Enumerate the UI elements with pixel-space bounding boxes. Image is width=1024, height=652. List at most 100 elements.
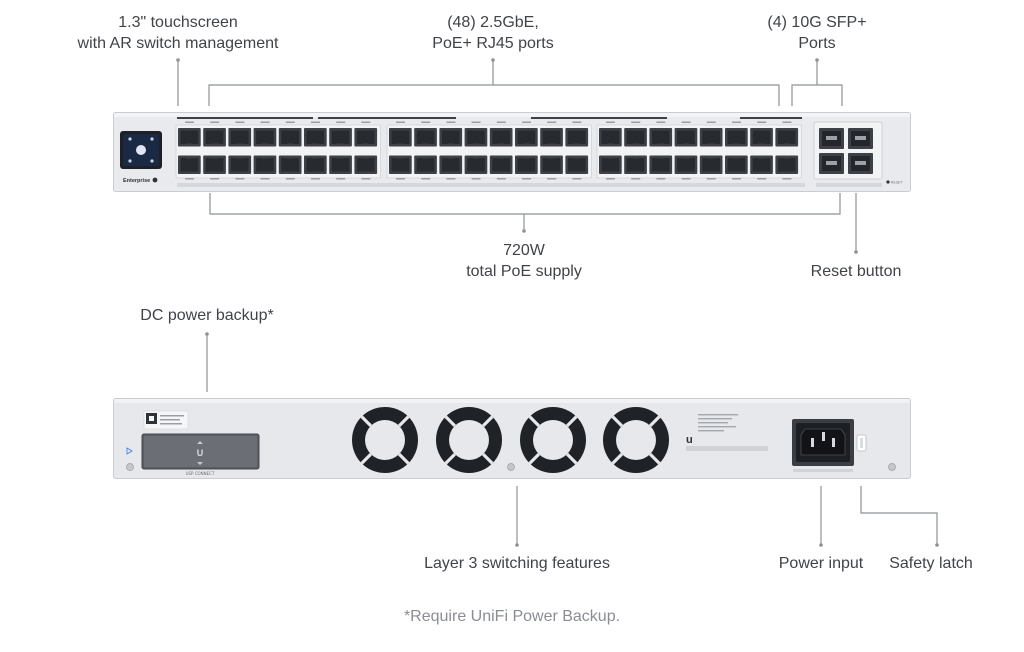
port-number-label: [471, 121, 481, 123]
rj45-port[interactable]: [414, 155, 437, 175]
switch-front-panel: Enterprise RESET: [113, 112, 911, 192]
sfp-callout-line1: (4) 10G SFP+: [767, 14, 867, 31]
layer3-callout-text: Layer 3 switching features: [424, 555, 610, 572]
rj45-port[interactable]: [354, 155, 378, 175]
rj45-callout-line1: (48) 2.5GbE,: [447, 14, 539, 31]
sfp-port[interactable]: [848, 128, 873, 149]
rj45-port[interactable]: [515, 155, 538, 175]
rj45-port[interactable]: [354, 128, 378, 147]
rj45-port[interactable]: [414, 128, 437, 147]
rj45-port[interactable]: [750, 128, 773, 147]
rj45-port[interactable]: [649, 155, 673, 175]
rj45-port[interactable]: [624, 128, 647, 147]
rj45-port[interactable]: [304, 155, 327, 175]
svg-text:U: U: [197, 448, 204, 458]
safety-latch[interactable]: [856, 434, 867, 452]
rj45-port[interactable]: [725, 155, 748, 175]
rj45-port[interactable]: [278, 155, 302, 175]
cooling-fan: [520, 407, 586, 473]
rj45-port[interactable]: [624, 155, 647, 175]
rj45-port[interactable]: [203, 155, 226, 175]
rj45-port[interactable]: [329, 128, 352, 147]
sfp-callout: (4) 10G SFP+ Ports: [767, 12, 866, 54]
port-number-label: [311, 121, 320, 123]
rj45-port[interactable]: [439, 128, 463, 147]
rj45-port[interactable]: [178, 128, 201, 147]
port-number-label: [421, 121, 431, 123]
port-number-label: [522, 121, 531, 123]
rj45-port[interactable]: [203, 128, 226, 147]
port-number-label: [606, 178, 615, 180]
layer3-callout: Layer 3 switching features: [424, 553, 610, 574]
port-number-label: [260, 178, 270, 180]
reset-label: RESET: [891, 181, 903, 185]
rj45-port[interactable]: [674, 155, 698, 175]
touchscreen-display[interactable]: [120, 131, 162, 169]
rj45-port[interactable]: [489, 128, 513, 147]
rj45-port[interactable]: [725, 128, 748, 147]
rj45-port[interactable]: [750, 155, 773, 175]
port-number-label: [706, 121, 716, 123]
rj45-port[interactable]: [464, 128, 488, 147]
rj45-port[interactable]: [699, 128, 723, 147]
port-number-label: [606, 121, 615, 123]
rj45-port[interactable]: [329, 155, 352, 175]
rj45-port[interactable]: [253, 155, 277, 175]
rj45-port[interactable]: [775, 128, 799, 147]
cooling-fan: [436, 407, 502, 473]
port-number-label: [631, 121, 641, 123]
port-number-label: [210, 121, 220, 123]
rj45-port[interactable]: [389, 155, 412, 175]
rj45-port[interactable]: [565, 155, 589, 175]
port-number-label: [782, 121, 792, 123]
rj45-port[interactable]: [389, 128, 412, 147]
enterprise-label: Enterprise: [123, 178, 150, 184]
port-number-label: [547, 178, 557, 180]
ac-power-inlet[interactable]: [792, 419, 854, 466]
rj45-port[interactable]: [699, 155, 723, 175]
touchscreen-callout: 1.3" touchscreen with AR switch manageme…: [78, 12, 279, 54]
rj45-port[interactable]: [599, 155, 622, 175]
rj45-port[interactable]: [489, 155, 513, 175]
rj45-port[interactable]: [540, 155, 563, 175]
port-number-label: [336, 178, 346, 180]
reset-button[interactable]: [886, 180, 890, 184]
rj45-port[interactable]: [599, 128, 622, 147]
rj45-port[interactable]: [228, 155, 252, 175]
port-number-label: [656, 121, 666, 123]
dc-backup-callout-text: DC power backup*: [140, 307, 274, 324]
rj45-port[interactable]: [228, 128, 252, 147]
rj45-port[interactable]: [304, 128, 327, 147]
sfp-port[interactable]: [819, 153, 844, 174]
safety-latch-callout-text: Safety latch: [889, 555, 973, 572]
rj45-port[interactable]: [540, 128, 563, 147]
rj45-port[interactable]: [515, 128, 538, 147]
sfp-port[interactable]: [819, 128, 844, 149]
port-number-label: [547, 121, 557, 123]
rj45-port[interactable]: [565, 128, 589, 147]
touchscreen-callout-line2: with AR switch management: [77, 35, 279, 52]
poe-supply-callout: 720W total PoE supply: [466, 240, 582, 282]
poe-supply-callout-line2: total PoE supply: [466, 263, 582, 280]
ubiquiti-logo-icon: [152, 177, 158, 183]
rj45-port[interactable]: [649, 128, 673, 147]
rj45-port[interactable]: [464, 155, 488, 175]
port-number-label: [681, 178, 691, 180]
port-number-label: [446, 121, 456, 123]
port-number-label: [471, 178, 481, 180]
sfp-port[interactable]: [848, 153, 873, 174]
dc-power-backup-port[interactable]: U: [141, 433, 260, 470]
port-number-label: [285, 121, 295, 123]
port-number-label: [446, 178, 456, 180]
port-number-label: [706, 178, 716, 180]
rj45-port[interactable]: [674, 128, 698, 147]
rj45-port[interactable]: [253, 128, 277, 147]
power-indicator-icon: [126, 447, 133, 455]
sfp-led-strip: [816, 183, 882, 187]
rj45-port[interactable]: [775, 155, 799, 175]
sfp-port-array: [813, 121, 883, 180]
rj45-port[interactable]: [278, 128, 302, 147]
rj45-port[interactable]: [439, 155, 463, 175]
rj45-port[interactable]: [178, 155, 201, 175]
